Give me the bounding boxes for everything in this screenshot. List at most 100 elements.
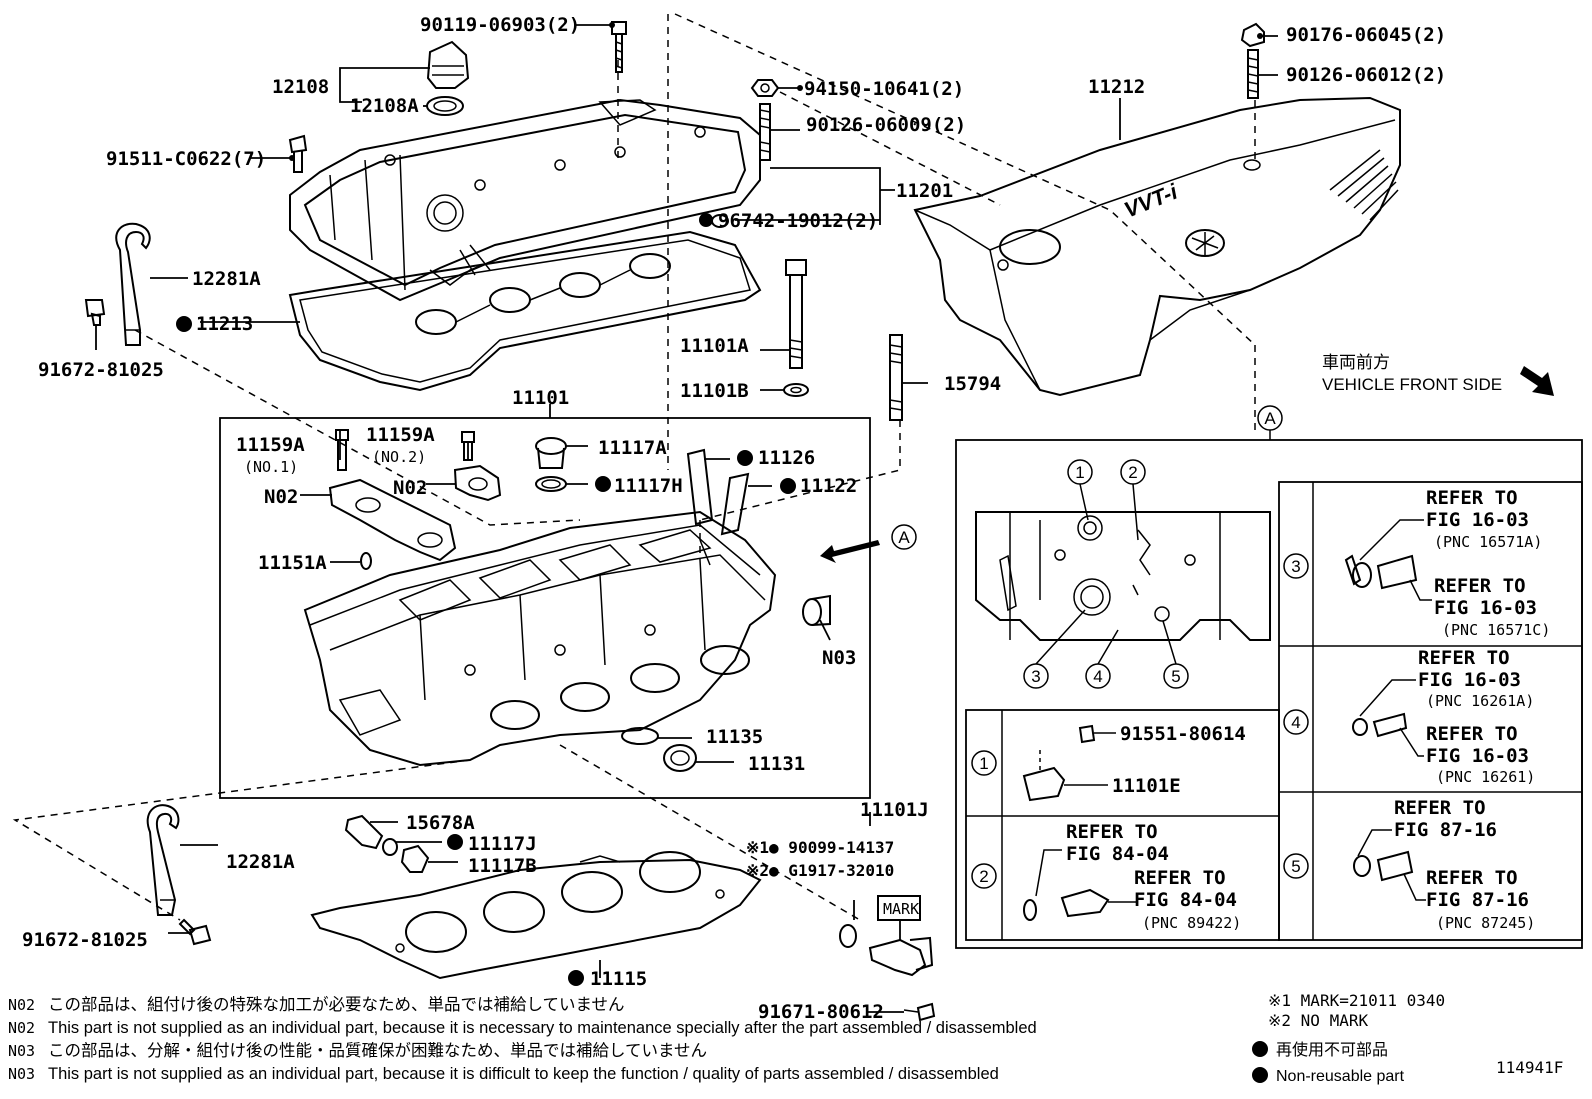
non-reusable-markers xyxy=(176,213,796,986)
row2-pnc: (PNC 89422) xyxy=(1142,914,1241,932)
label-11101E: 11101E xyxy=(1112,775,1181,797)
label-94150-10641: 94150-10641(2) xyxy=(804,78,964,100)
label-12108: 12108 xyxy=(272,76,329,98)
svg-text:4: 4 xyxy=(1291,713,1300,732)
label-11117A: 11117A xyxy=(598,437,667,459)
label-90126-06009: 90126-06009(2) xyxy=(806,114,966,136)
dashed-guide-lines xyxy=(12,13,1256,921)
row5-fig2: FIG 87-16 xyxy=(1426,889,1529,911)
gasket-11117J xyxy=(382,838,398,856)
union-15678A xyxy=(344,814,384,850)
legend-en: Non-reusable part xyxy=(1252,1064,1404,1090)
bolt-91672-81025-bottom xyxy=(178,918,212,946)
non-reusable-dot-icon xyxy=(1252,1067,1268,1083)
svg-text:A: A xyxy=(898,528,910,547)
seal-11131 xyxy=(663,744,697,772)
svg-text:A: A xyxy=(1264,409,1276,428)
svg-text:1: 1 xyxy=(979,754,988,773)
label-90119-06903: 90119-06903(2) xyxy=(420,14,580,36)
cylinder-head-cover-11201 xyxy=(289,98,761,302)
gasket-11135 xyxy=(621,727,659,745)
label-12108A: 12108A xyxy=(350,95,419,117)
label-12281A-bottom: 12281A xyxy=(226,851,295,873)
detail-view-A: A 1 2 3 4 5 1 2 91551 xyxy=(955,405,1583,949)
label-91511-C0622: 91511-C0622(7) xyxy=(106,148,266,170)
cover-gasket-11213 xyxy=(288,230,762,392)
bolt-91671-80612 xyxy=(903,1002,936,1022)
engine-cover-11212 xyxy=(913,96,1401,397)
oil-filler-cap-12108 xyxy=(426,40,470,116)
svg-text:1: 1 xyxy=(1075,463,1084,482)
row3-fig1: FIG 16-03 xyxy=(1426,509,1529,531)
label-11101A: 11101A xyxy=(680,335,749,357)
label-G1917-32010: ※2● G1917-32010 xyxy=(746,861,894,880)
legend: 再使用不可部品 Non-reusable part xyxy=(1252,1038,1404,1090)
row4-pnc1: (PNC 16261A) xyxy=(1426,692,1534,710)
label-11117B: 11117B xyxy=(468,855,537,877)
gasket-11117H xyxy=(535,476,567,492)
head-bolt-11101A xyxy=(783,259,809,397)
label-91672-81025-bottom: 91672-81025 xyxy=(22,929,148,951)
label-11135: 11135 xyxy=(706,726,763,748)
label-11159A-no2: 11159A xyxy=(366,424,435,446)
label-11101: 11101 xyxy=(512,387,569,409)
row5-fig1: FIG 87-16 xyxy=(1394,819,1497,841)
row4-pnc2: (PNC 16261) xyxy=(1436,768,1535,786)
nut-94150-10641 xyxy=(750,79,780,97)
label-15678A: 15678A xyxy=(406,812,475,834)
label-90099-14137: ※1● 90099-14137 xyxy=(746,838,894,857)
plug-11117A xyxy=(535,437,567,469)
label-mark: MARK xyxy=(883,900,919,918)
label-90126-06012: 90126-06012(2) xyxy=(1286,64,1446,86)
vehicle-front-indicator: 車両前方 VEHICLE FRONT SIDE xyxy=(1322,353,1554,396)
svg-text:5: 5 xyxy=(1291,857,1300,876)
row4-refer2: REFER TO xyxy=(1426,723,1518,745)
label-11126: 11126 xyxy=(758,447,815,469)
bearing-cap-no2 xyxy=(453,464,502,502)
row3-fig2: FIG 16-03 xyxy=(1434,597,1537,619)
label-15794: 15794 xyxy=(944,373,1001,395)
stud-15794 xyxy=(889,334,903,421)
row3-refer1: REFER TO xyxy=(1426,487,1518,509)
detail-engine-block xyxy=(975,511,1271,641)
label-11151A: 11151A xyxy=(258,552,327,574)
non-reusable-dot-icon xyxy=(1252,1041,1268,1057)
label-11201: 11201 xyxy=(896,180,953,202)
legend-jp: 再使用不可部品 xyxy=(1252,1038,1404,1064)
stud-90126-06009 xyxy=(759,103,771,161)
label-11115: 11115 xyxy=(590,968,647,990)
label-90176-06045: 90176-06045(2) xyxy=(1286,24,1446,46)
view-arrow-A xyxy=(820,540,880,563)
label-11117H: 11117H xyxy=(614,475,683,497)
svg-text:2: 2 xyxy=(979,867,988,886)
label-11122: 11122 xyxy=(800,475,857,497)
svg-text:3: 3 xyxy=(1291,557,1300,576)
cylinder-head-group-box xyxy=(219,417,871,799)
label-11101J: 11101J xyxy=(860,799,929,821)
bolt-90119-06903 xyxy=(611,21,627,73)
sensor-11101J xyxy=(868,895,934,977)
label-11117J: 11117J xyxy=(468,833,537,855)
row3-pnc1: (PNC 16571A) xyxy=(1434,533,1542,551)
mark-notes: ※1 MARK=21011 0340 ※2 NO MARK xyxy=(1268,991,1445,1030)
label-N03: N03 xyxy=(822,647,856,669)
figure-id: 114941F xyxy=(1496,1058,1564,1077)
svg-text:2: 2 xyxy=(1128,463,1137,482)
row5-refer1: REFER TO xyxy=(1394,797,1486,819)
label-N02-b: N02 xyxy=(393,477,427,499)
leader-dots xyxy=(289,22,1263,161)
head-gasket-11115 xyxy=(310,851,762,980)
row4-fig2: FIG 16-03 xyxy=(1426,745,1529,767)
bolt-11159A-no1 xyxy=(335,429,349,471)
bearing-cap-no1 xyxy=(328,478,457,562)
bolt-91672-81025-top xyxy=(84,299,106,326)
engine-hanger-12281A-bottom xyxy=(146,804,180,916)
plug-N03 xyxy=(802,594,831,626)
guide-11126 xyxy=(686,448,714,526)
vehicle-front-en: VEHICLE FRONT SIDE xyxy=(1322,375,1502,394)
